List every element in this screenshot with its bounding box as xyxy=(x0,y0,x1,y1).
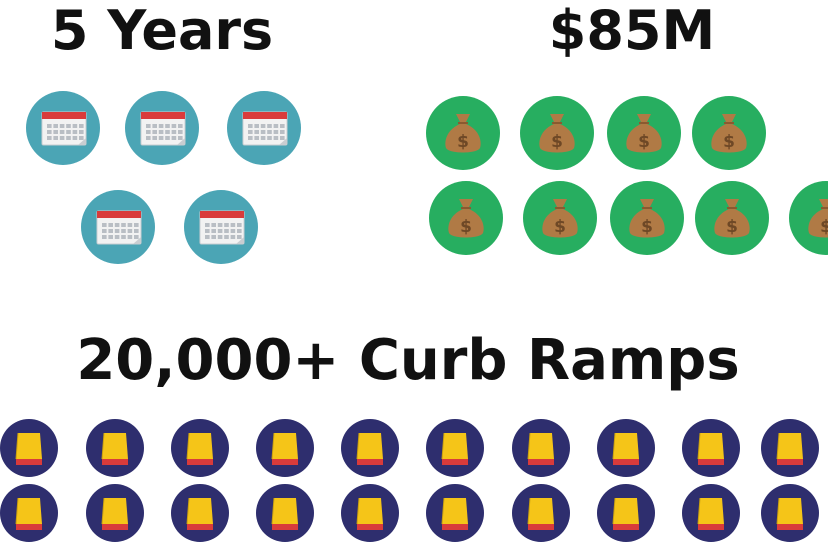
curb-ramp-icon xyxy=(0,484,58,542)
budget-heading: $85M xyxy=(548,0,716,62)
curb-ramp-icon xyxy=(512,484,570,542)
curb-ramp-icon xyxy=(0,419,58,477)
curb-ramp-icon xyxy=(597,419,655,477)
curb-ramp-icon xyxy=(86,419,144,477)
curb-ramp-icon xyxy=(682,484,740,542)
curb-ramp-icon xyxy=(512,419,570,477)
curb-ramp-icon xyxy=(426,484,484,542)
calendar-icon xyxy=(125,91,199,165)
curb-ramp-icon xyxy=(256,484,314,542)
curb-ramp-icon xyxy=(86,484,144,542)
money-bag-icon: $ xyxy=(523,181,597,255)
curb-ramp-icon xyxy=(682,419,740,477)
curb-ramp-icon xyxy=(256,419,314,477)
svg-text:$: $ xyxy=(641,217,653,237)
calendar-icon xyxy=(227,91,301,165)
money-bag-icon: $ xyxy=(607,96,681,170)
curb-ramp-icon xyxy=(171,484,229,542)
svg-text:$: $ xyxy=(820,217,828,237)
curb-ramp-icon xyxy=(171,419,229,477)
curb-ramp-icon xyxy=(597,484,655,542)
money-bag-icon: $ xyxy=(692,96,766,170)
svg-text:$: $ xyxy=(457,132,469,152)
svg-text:$: $ xyxy=(638,132,650,152)
calendar-icon xyxy=(81,190,155,264)
curb-ramp-icon xyxy=(426,419,484,477)
money-bag-icon: $ xyxy=(695,181,769,255)
calendar-icon xyxy=(26,91,100,165)
years-heading: 5 Years xyxy=(50,0,274,62)
curb-ramp-icon xyxy=(341,484,399,542)
svg-text:$: $ xyxy=(726,217,738,237)
svg-text:$: $ xyxy=(723,132,735,152)
money-bag-icon: $ xyxy=(610,181,684,255)
svg-text:$: $ xyxy=(551,132,563,152)
svg-text:$: $ xyxy=(554,217,566,237)
money-bag-icon: $ xyxy=(520,96,594,170)
curb-ramp-icon xyxy=(761,419,819,477)
curb-ramp-icon xyxy=(341,419,399,477)
svg-text:$: $ xyxy=(460,217,472,237)
money-bag-icon: $ xyxy=(789,181,828,255)
calendar-icon xyxy=(184,190,258,264)
money-bag-icon: $ xyxy=(426,96,500,170)
curb-ramp-icon xyxy=(761,484,819,542)
curb-ramps-heading: 20,000+ Curb Ramps xyxy=(76,328,740,393)
money-bag-icon: $ xyxy=(429,181,503,255)
